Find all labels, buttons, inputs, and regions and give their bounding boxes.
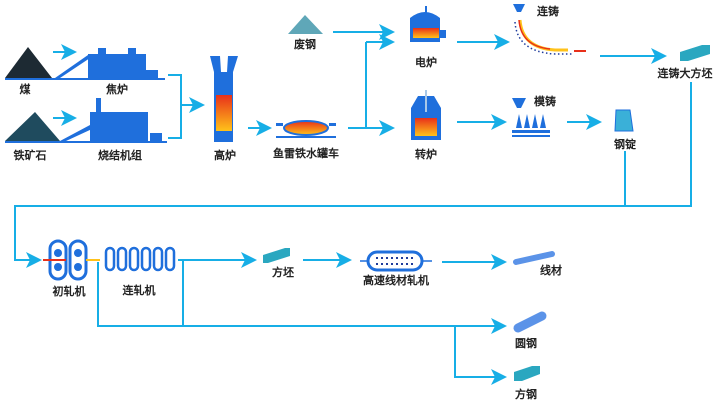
arrow-to-round-bar [97,262,507,334]
label-ingot: 钢锭 [614,137,637,151]
label-wire-rod-mill: 高速线材轧机 [363,273,429,287]
arrow-to-square-bar [454,326,507,385]
flow-lines [14,24,692,385]
label-blooming-mill: 初轧机 [53,284,86,298]
blast-furnace-icon [210,56,238,142]
billet-icon [263,248,290,263]
connector-to-rolling [14,82,692,268]
label-continuous-mill: 连轧机 [123,283,156,297]
continuous-mill-icon [104,246,176,272]
wire-rod-mill-icon [360,250,432,272]
label-continuous-casting: 连铸 [537,4,559,18]
mold-casting-icon [512,98,550,137]
label-round-bar: 圆钢 [515,336,537,350]
label-billet: 方坯 [272,265,294,279]
sinter-plant-icon [5,98,167,143]
label-square-bar: 方钢 [515,387,537,401]
coke-oven-icon [5,48,165,80]
label-scrap-steel: 废钢 [294,37,316,51]
label-sinter-plant: 烧结机组 [98,148,142,162]
blooming-mill-icon [43,239,100,281]
label-coke-oven: 焦炉 [105,82,128,96]
connector-torpedo [348,42,367,129]
iron-ore-pile-icon [5,112,60,141]
ingot-icon [614,109,634,132]
coal-pile-icon [5,47,52,78]
continuous-caster-icon [513,4,586,55]
label-blast-furnace: 高炉 [214,148,236,162]
label-bloom: 连铸大方坯 [658,66,713,80]
label-wire-rod: 线材 [540,263,562,277]
square-bar-icon [514,366,540,381]
converter-icon [411,90,441,140]
connector-to-blast-furnace [168,74,182,139]
electric-furnace-icon [410,6,446,42]
label-mold-casting: 模铸 [534,94,556,108]
round-bar-icon [513,311,547,333]
label-converter: 转炉 [415,147,437,161]
label-electric-furnace: 电炉 [415,55,437,69]
bloom-icon [680,45,710,61]
torpedo-car-icon [276,120,336,138]
label-torpedo-car: 鱼雷铁水罐车 [273,146,339,160]
wire-rod-icon [513,251,555,265]
label-coal: 煤 [20,82,32,96]
scrap-steel-pile-icon [288,15,323,34]
label-iron-ore: 铁矿石 [14,148,47,162]
